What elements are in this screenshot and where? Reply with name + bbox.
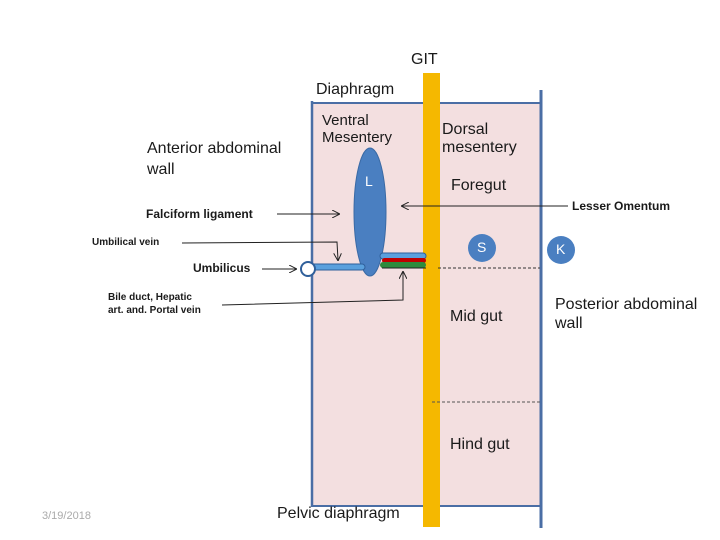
hepatic-artery-vessel <box>382 258 426 263</box>
umbilical-vein-label: Umbilical vein <box>92 237 160 248</box>
kidney-label: K <box>556 241 566 257</box>
anterior-abdominal-wall-label: Anterior abdominal wall <box>147 140 282 178</box>
bile-duct-pointer <box>221 272 403 306</box>
umbilical-vein-vessel <box>309 263 366 271</box>
hind-gut-label: Hind gut <box>450 436 510 453</box>
umbilicus-label: Umbilicus <box>193 261 251 275</box>
git-label: GIT <box>411 51 438 68</box>
gut-tube <box>423 73 440 527</box>
bile-duct-label: Bile duct, Hepatic art. and. Portal vein <box>108 292 201 316</box>
umbilicus-ring <box>300 261 316 277</box>
lesser-omentum-label: Lesser Omentum <box>572 199 671 213</box>
pelvic-diaphragm-label: Pelvic diaphragm <box>277 505 400 522</box>
stomach-organ <box>468 234 496 262</box>
date-label: 3/19/2018 <box>42 510 91 522</box>
foregut-label: Foregut <box>451 177 507 194</box>
mid-gut-label: Mid gut <box>450 308 503 325</box>
posterior-abdominal-wall-label: Posterior abdominal wall <box>555 296 698 333</box>
diaphragm-label: Diaphragm <box>316 81 395 98</box>
liver-organ <box>353 147 387 277</box>
kidney-organ <box>547 236 575 264</box>
ventral-mesentery-label: Ventral Mesentery <box>322 112 393 146</box>
stomach-label: S <box>477 239 487 255</box>
umbilical-vein-pointer <box>181 241 338 260</box>
bile-duct-vessel <box>380 262 426 268</box>
falciform-ligament-label: Falciform ligament <box>146 207 253 221</box>
liver-label: L <box>365 173 373 189</box>
dorsal-mesentery-label: Dorsal mesentery <box>442 121 517 156</box>
